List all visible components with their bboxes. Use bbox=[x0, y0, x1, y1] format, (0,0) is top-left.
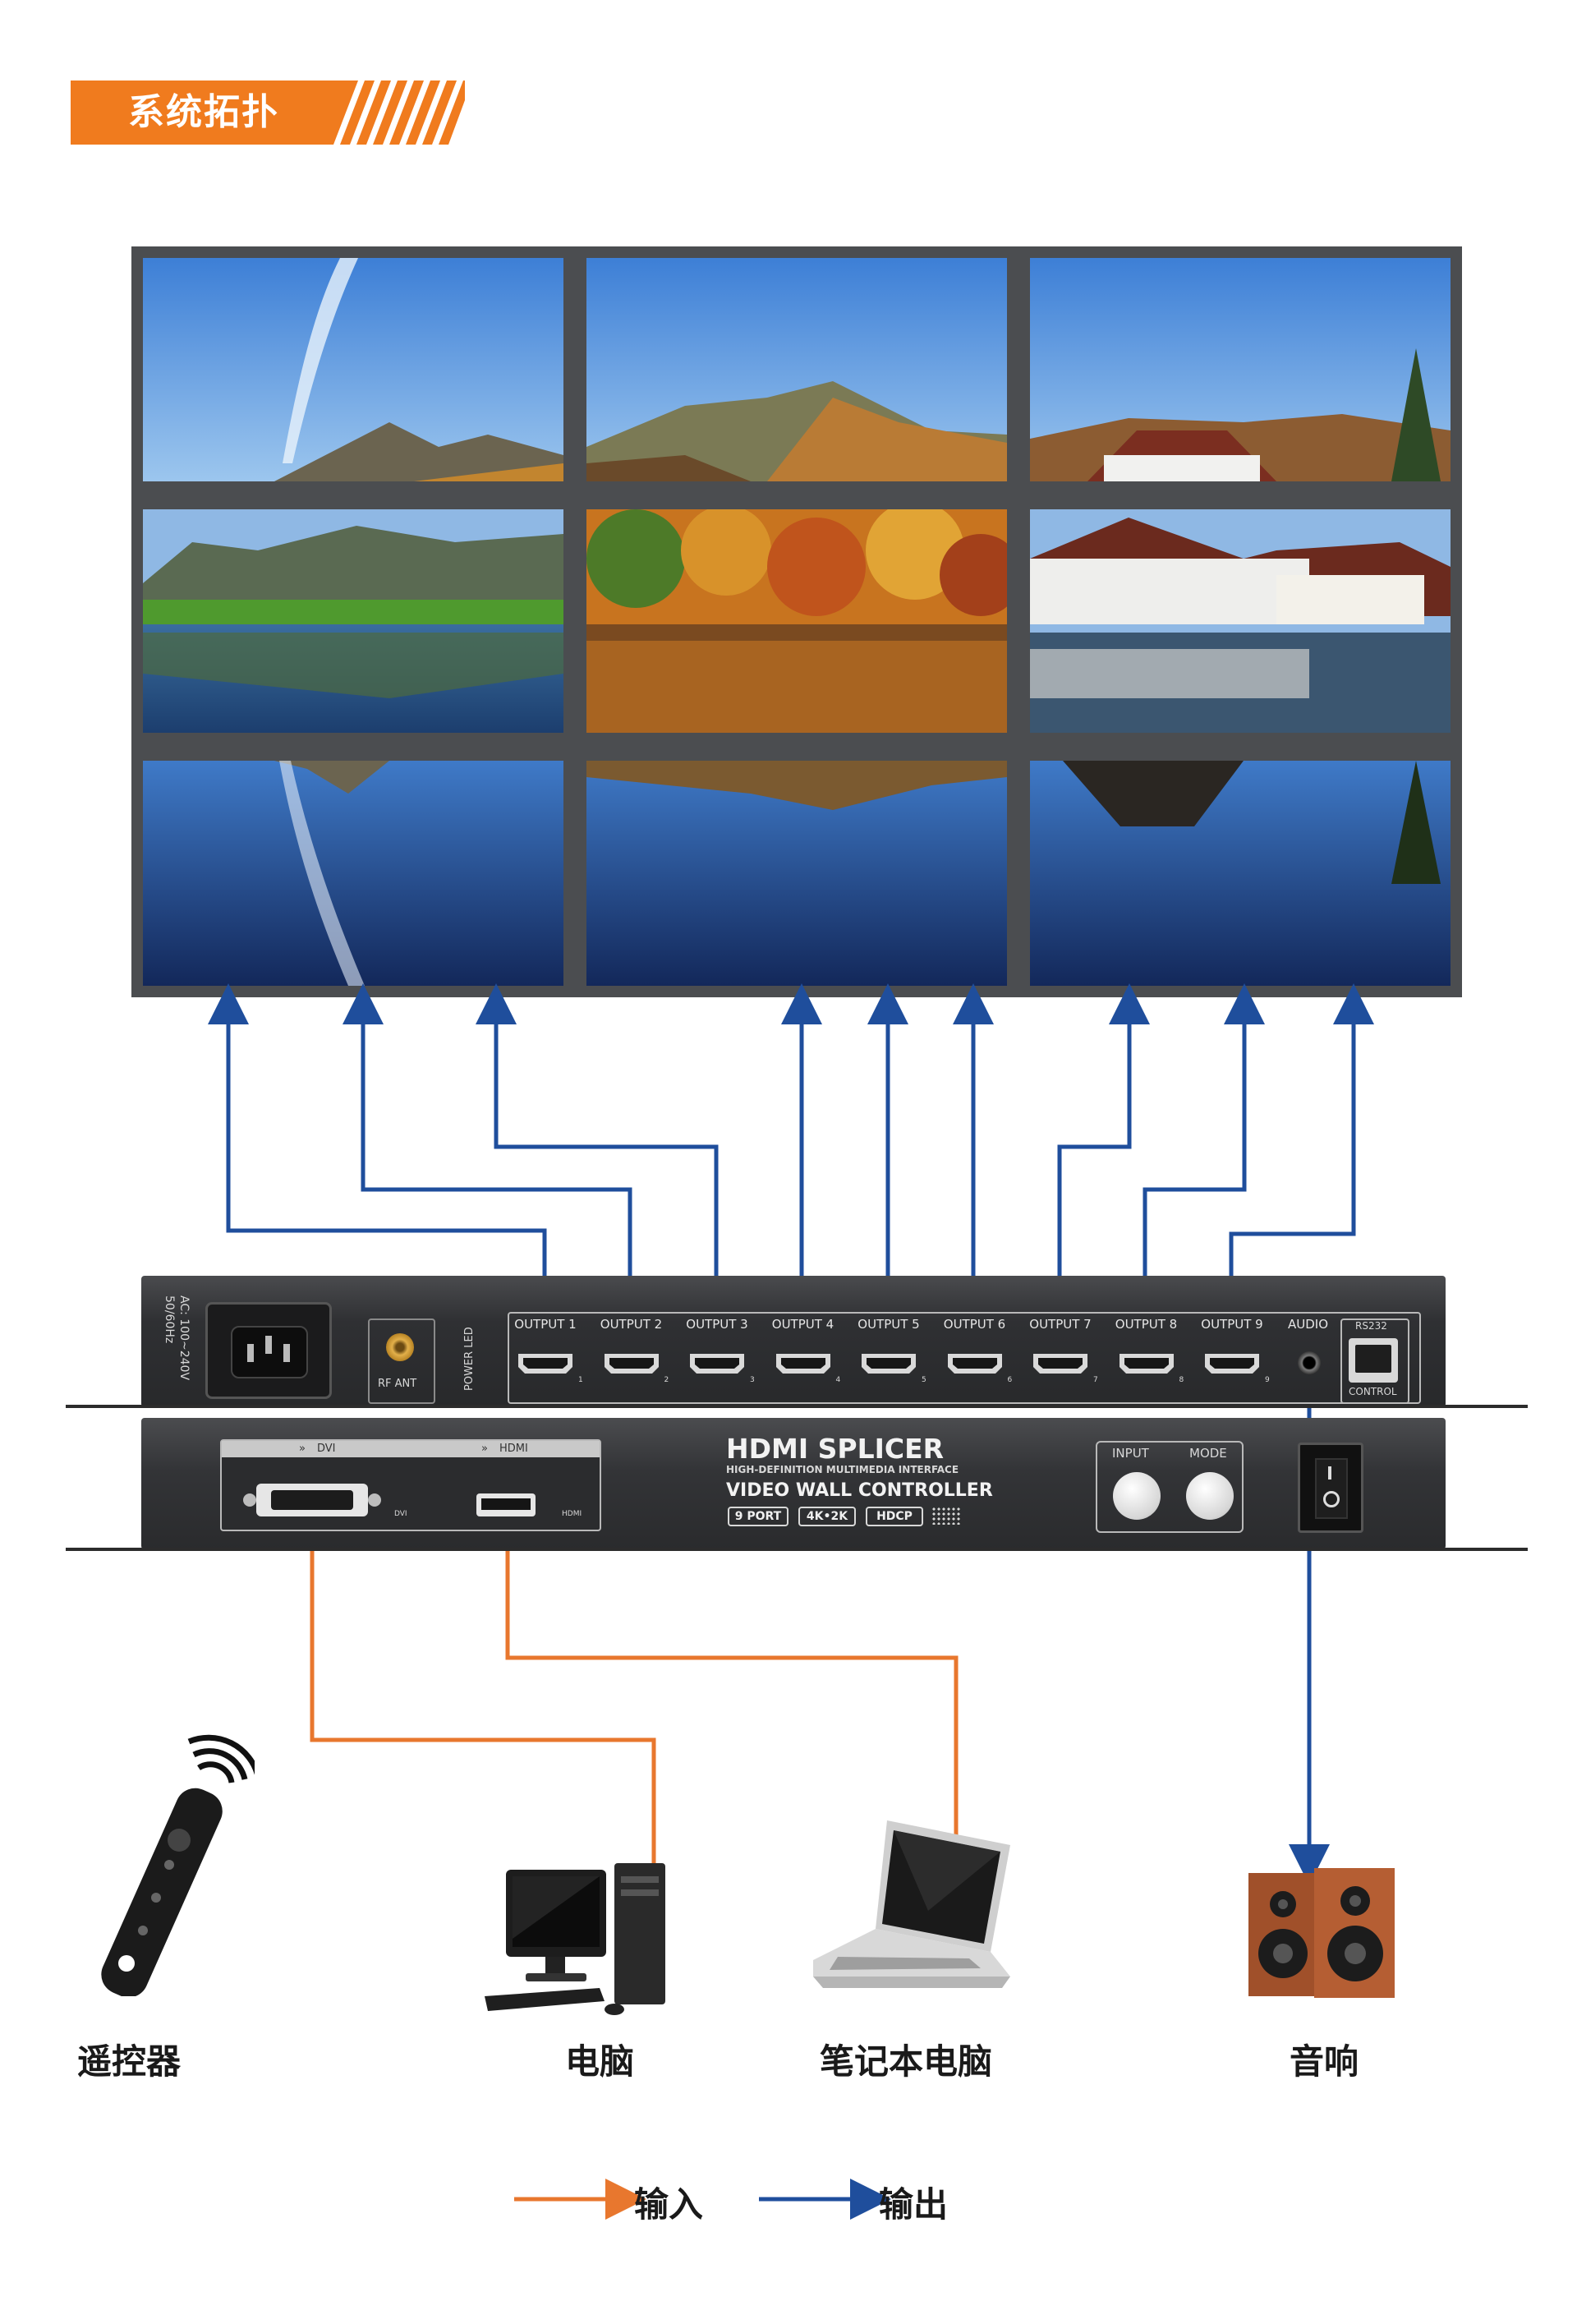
output-label-6: OUTPUT 6 bbox=[943, 1317, 1006, 1332]
output-label-4: OUTPUT 4 bbox=[771, 1317, 834, 1332]
wall-screen-8 bbox=[586, 761, 1007, 986]
badge-4k2k: 4K•2K bbox=[798, 1507, 856, 1526]
dot-grid-icon bbox=[931, 1507, 961, 1525]
dvi-small-label: DVI bbox=[394, 1510, 407, 1518]
video-wall bbox=[131, 246, 1462, 997]
wall-screen-5 bbox=[586, 509, 1007, 733]
output-number-2: 2 bbox=[664, 1376, 669, 1384]
legend-output-label: 输出 bbox=[879, 2184, 949, 2225]
mode-button-label: MODE bbox=[1189, 1446, 1227, 1461]
hdmi-output-port-5[interactable] bbox=[861, 1353, 917, 1374]
hdmi-outputs-frame bbox=[508, 1312, 1421, 1404]
speaker-label: 音响 bbox=[1290, 2041, 1359, 2082]
hdmi-chevron-icon: » bbox=[481, 1443, 488, 1455]
output-number-1: 1 bbox=[578, 1376, 583, 1384]
badge-hdcp: HDCP bbox=[866, 1507, 923, 1526]
desktop-pc-icon bbox=[485, 1863, 665, 2015]
hdmi-output-port-1[interactable] bbox=[517, 1353, 573, 1374]
hdmi-small-label: HDMI bbox=[562, 1510, 582, 1518]
output-label-8: OUTPUT 8 bbox=[1115, 1317, 1178, 1332]
laptop-label: 笔记本电脑 bbox=[820, 2041, 993, 2082]
output-number-4: 4 bbox=[835, 1376, 841, 1384]
pc-label: 电脑 bbox=[565, 2041, 635, 2082]
output-label-2: OUTPUT 2 bbox=[600, 1317, 663, 1332]
mode-button[interactable] bbox=[1186, 1472, 1234, 1520]
brand-subtitle: HIGH-DEFINITION MULTIMEDIA INTERFACE bbox=[726, 1464, 959, 1475]
output-number-7: 7 bbox=[1093, 1376, 1098, 1384]
controller-title: VIDEO WALL CONTROLLER bbox=[726, 1480, 993, 1501]
dvi-port[interactable] bbox=[243, 1484, 381, 1516]
buttons-panel: INPUT MODE bbox=[1096, 1441, 1244, 1533]
rf-ant-connector[interactable] bbox=[386, 1333, 414, 1361]
output-number-5: 5 bbox=[922, 1376, 926, 1384]
banner-background bbox=[71, 81, 465, 145]
hdmi-output-port-8[interactable] bbox=[1119, 1353, 1175, 1374]
hdmi-header: HDMI bbox=[499, 1443, 528, 1455]
dvi-header: DVI bbox=[317, 1443, 336, 1455]
control-label: CONTROL bbox=[1349, 1386, 1397, 1397]
output-number-6: 6 bbox=[1007, 1376, 1013, 1384]
power-led-label: POWER LED bbox=[463, 1327, 476, 1391]
hdmi-output-port-9[interactable] bbox=[1204, 1353, 1260, 1374]
wall-screen-3 bbox=[1030, 258, 1451, 481]
output-number-8: 8 bbox=[1179, 1376, 1184, 1384]
power-switch[interactable] bbox=[1298, 1443, 1363, 1533]
speakers-icon bbox=[1248, 1868, 1395, 1998]
power-spec-line1: AC: 100~240V bbox=[177, 1295, 191, 1381]
hdmi-input-port[interactable] bbox=[476, 1493, 536, 1516]
device-front-panel: » DVI » HDMI DVI HDMI HDMI SPLICER HIGH-… bbox=[141, 1418, 1446, 1549]
wire-input-pc bbox=[310, 1510, 656, 1865]
audio-label: AUDIO bbox=[1288, 1317, 1329, 1332]
laptop-icon bbox=[813, 1820, 1010, 1988]
rs232-label: RS232 bbox=[1355, 1320, 1387, 1332]
input-panel: » DVI » HDMI DVI HDMI bbox=[220, 1439, 601, 1531]
output-number-3: 3 bbox=[750, 1376, 755, 1384]
power-spec-line2: 50/60Hz bbox=[163, 1295, 176, 1344]
output-label-1: OUTPUT 1 bbox=[514, 1317, 577, 1332]
rs232-port[interactable] bbox=[1349, 1338, 1398, 1383]
output-label-7: OUTPUT 7 bbox=[1029, 1317, 1092, 1332]
section-title: 系统拓扑 bbox=[128, 91, 279, 133]
legend-input-label: 输入 bbox=[634, 2184, 704, 2225]
remote-control-icon bbox=[101, 1734, 255, 1996]
device-rear-panel: AC: 100~240V 50/60Hz RF ANT POWER LED OU… bbox=[141, 1276, 1446, 1407]
wire-input-laptop bbox=[505, 1510, 959, 1837]
remote-label: 遥控器 bbox=[77, 2041, 182, 2082]
wall-screen-1 bbox=[143, 258, 563, 481]
badge-9-port: 9 PORT bbox=[728, 1507, 788, 1526]
power-socket[interactable] bbox=[205, 1302, 332, 1399]
wall-screen-2 bbox=[586, 258, 1007, 481]
hdmi-output-port-4[interactable] bbox=[775, 1353, 831, 1374]
rf-ant-frame bbox=[368, 1318, 435, 1404]
brand-title: HDMI SPLICER bbox=[726, 1433, 945, 1465]
output-label-3: OUTPUT 3 bbox=[686, 1317, 748, 1332]
front-shelf-line bbox=[66, 1548, 1528, 1551]
input-button-label: INPUT bbox=[1112, 1446, 1149, 1461]
wall-screen-4 bbox=[143, 509, 563, 733]
input-button[interactable] bbox=[1113, 1472, 1161, 1520]
wall-screen-7 bbox=[143, 761, 563, 986]
wall-screen-9 bbox=[1030, 761, 1451, 986]
section-title-banner: 系统拓扑 bbox=[71, 81, 465, 145]
rear-shelf-line bbox=[66, 1405, 1528, 1408]
rf-ant-label: RF ANT bbox=[378, 1378, 417, 1390]
output-number-9: 9 bbox=[1265, 1376, 1270, 1384]
hdmi-output-port-3[interactable] bbox=[689, 1353, 745, 1374]
dvi-chevron-icon: » bbox=[299, 1443, 306, 1455]
output-label-9: OUTPUT 9 bbox=[1201, 1317, 1263, 1332]
hdmi-output-port-7[interactable] bbox=[1032, 1353, 1088, 1374]
hdmi-output-port-2[interactable] bbox=[604, 1353, 660, 1374]
wall-screen-6 bbox=[1030, 509, 1451, 733]
output-label-5: OUTPUT 5 bbox=[857, 1317, 920, 1332]
hdmi-output-port-6[interactable] bbox=[947, 1353, 1003, 1374]
rs232-frame bbox=[1340, 1318, 1409, 1404]
audio-jack[interactable] bbox=[1298, 1351, 1321, 1374]
